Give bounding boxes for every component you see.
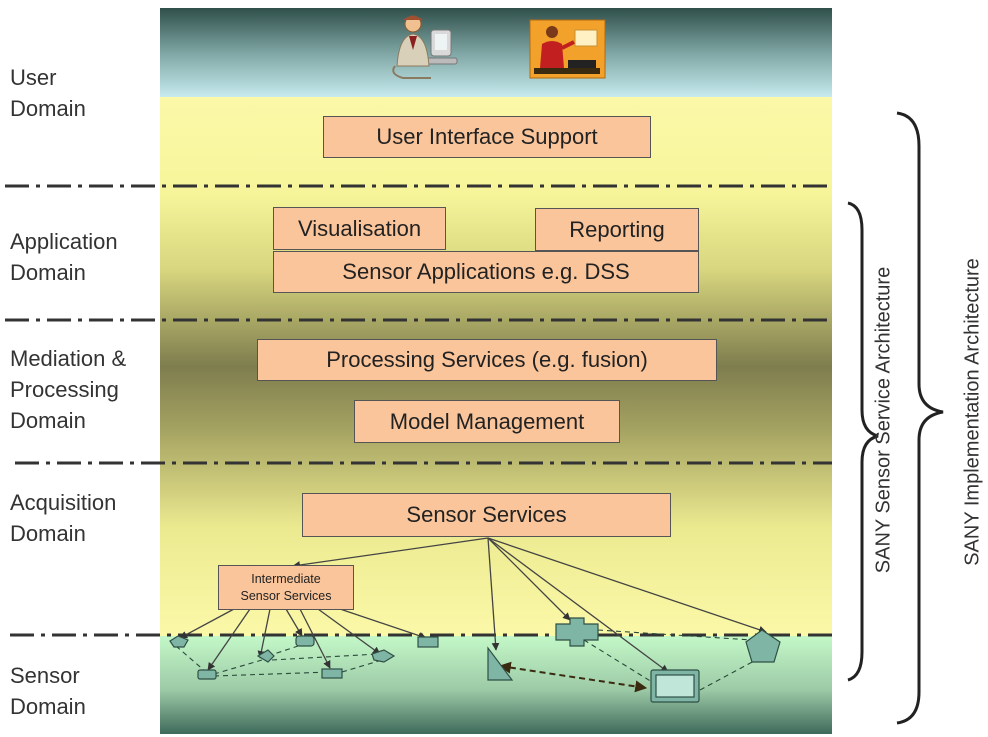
domain-label-line: Domain	[10, 96, 86, 121]
connector-arrow	[317, 608, 381, 655]
sensor-domain-band	[160, 636, 832, 734]
sensor-node-icon	[295, 635, 315, 647]
model-management-box: Model Management	[354, 400, 620, 443]
connector-arrow	[285, 608, 303, 637]
sensor-link	[699, 659, 757, 691]
service-architecture-brace	[847, 201, 879, 682]
processing-services-box: Processing Services (e.g. fusion)	[257, 339, 717, 381]
implementation-architecture-label: SANY Implementation Architecture	[961, 258, 984, 566]
sensor-node-icon	[555, 617, 599, 647]
domain-label-line: Acquisition	[10, 490, 117, 515]
connector-arrow	[487, 537, 500, 651]
sensor-link	[213, 671, 331, 677]
connector-arrow	[257, 608, 271, 659]
sensor-link	[175, 645, 207, 673]
sensor-applications-box: Sensor Applications e.g. DSS	[273, 251, 699, 293]
sensor-node-icon	[487, 646, 514, 681]
connector-arrow	[339, 608, 427, 640]
connector-arrow	[292, 537, 489, 569]
sensor-node-icon	[321, 668, 343, 679]
sensor-node-icon	[371, 649, 396, 663]
visualisation-box: Visualisation	[273, 207, 446, 250]
sensor-link	[341, 659, 383, 673]
sensor-node-icon	[256, 649, 275, 663]
domain-label-line: Processing	[10, 377, 119, 402]
service-architecture-label: SANY Sensor Service Architecture	[872, 266, 895, 574]
connector-arrow	[487, 537, 767, 634]
domain-label-line: Sensor	[10, 663, 80, 688]
domain-label-line: Domain	[10, 408, 86, 433]
box-label-line: Sensor Services	[240, 588, 332, 603]
domain-label-line: Application	[10, 229, 118, 254]
domain-label-line: User	[10, 65, 57, 90]
sensor-node-icon	[745, 629, 781, 663]
acquisition-domain-label: Acquisition Domain	[10, 487, 116, 549]
connector-arrow	[179, 608, 235, 639]
sensor-node-icon	[197, 669, 217, 680]
reporting-box: Reporting	[535, 208, 699, 251]
sensor-link	[597, 629, 753, 641]
application-domain-label: Application Domain	[10, 226, 118, 288]
box-label-line: Intermediate	[251, 571, 321, 586]
domain-label-line: Mediation &	[10, 346, 127, 371]
sensor-link	[498, 661, 648, 693]
connector-arrow	[207, 608, 251, 671]
connector-arrow	[299, 608, 331, 669]
user-at-computer-icon	[392, 15, 458, 79]
sensor-node-icon	[417, 636, 439, 648]
user-domain-band	[160, 8, 832, 98]
domain-label-line: Domain	[10, 260, 86, 285]
user-domain-label: User Domain	[10, 62, 86, 124]
sensor-domain-label: Sensor Domain	[10, 660, 86, 722]
sensor-services-box: Sensor Services	[302, 493, 671, 537]
presenter-at-laptop-icon	[529, 19, 606, 79]
domain-label-line: Domain	[10, 694, 86, 719]
user-interface-support-box: User Interface Support	[323, 116, 651, 158]
mediation-domain-label: Mediation & Processing Domain	[10, 343, 126, 436]
connector-arrow	[487, 537, 571, 621]
implementation-architecture-brace	[896, 111, 944, 725]
intermediate-sensor-services-box: Intermediate Sensor Services	[218, 565, 354, 610]
sensor-node-icon	[169, 635, 189, 648]
connector-arrow	[487, 537, 669, 673]
domain-label-line: Domain	[10, 521, 86, 546]
